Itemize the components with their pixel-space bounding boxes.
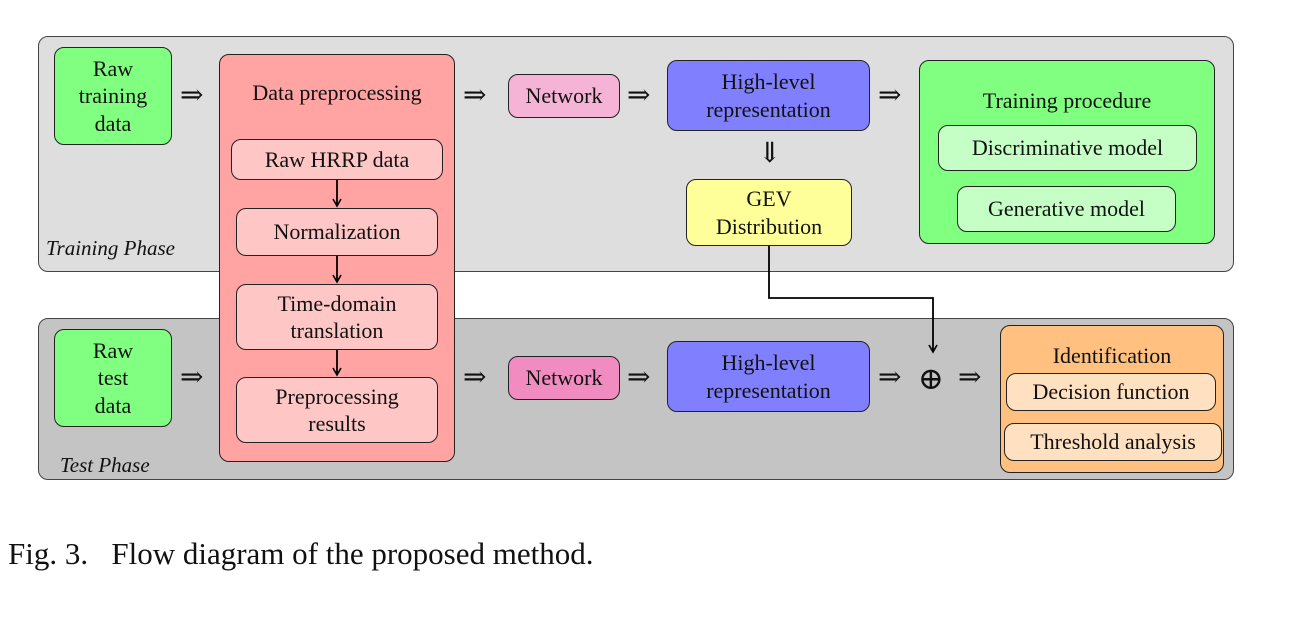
identification-title: Identification xyxy=(1052,343,1172,368)
raw-hrrp-data-node: Raw HRRP data xyxy=(231,139,443,180)
implies-arrow-5: ⇒ xyxy=(180,362,204,393)
high-level-representation-test-node: High-level representation xyxy=(667,341,870,412)
network-train-node: Network xyxy=(508,74,620,118)
implies-arrow-2: ⇒ xyxy=(463,80,487,111)
training-phase-label: Training Phase xyxy=(46,236,175,260)
raw-test-data-node: Raw test data xyxy=(54,329,172,427)
arrow-gev-to-oplus xyxy=(768,246,938,354)
implies-arrow-1: ⇒ xyxy=(180,80,204,111)
decision-function-node: Decision function xyxy=(1006,373,1216,411)
implies-arrow-3: ⇒ xyxy=(627,80,651,111)
implies-arrow-8: ⇒ xyxy=(878,362,902,393)
raw-training-data-node: Raw training data xyxy=(54,47,172,145)
network-test-node: Network xyxy=(508,356,620,400)
implies-arrow-7: ⇒ xyxy=(627,362,651,393)
discriminative-model-node: Discriminative model xyxy=(938,125,1197,171)
implies-arrow-4: ⇒ xyxy=(878,80,902,111)
figure-caption: Fig. 3. Flow diagram of the proposed met… xyxy=(8,536,594,571)
implies-arrow-6: ⇒ xyxy=(463,362,487,393)
threshold-analysis-node: Threshold analysis xyxy=(1004,423,1222,461)
oplus-combine-symbol: ⊕ xyxy=(918,361,944,396)
preprocessing-results-node: Preprocessing results xyxy=(236,377,438,443)
data-preprocessing-title: Data preprocessing xyxy=(252,80,422,105)
test-phase-label: Test Phase xyxy=(60,453,150,477)
high-level-representation-train-node: High-level representation xyxy=(667,60,870,131)
implies-arrow-9: ⇒ xyxy=(958,362,982,393)
time-domain-translation-node: Time-domain translation xyxy=(236,284,438,350)
gev-distribution-node: GEV Distribution xyxy=(686,179,852,246)
generative-model-node: Generative model xyxy=(957,186,1176,232)
normalization-node: Normalization xyxy=(236,208,438,256)
training-procedure-title: Training procedure xyxy=(982,88,1152,113)
down-implies-arrow: ⇓ xyxy=(758,138,782,169)
